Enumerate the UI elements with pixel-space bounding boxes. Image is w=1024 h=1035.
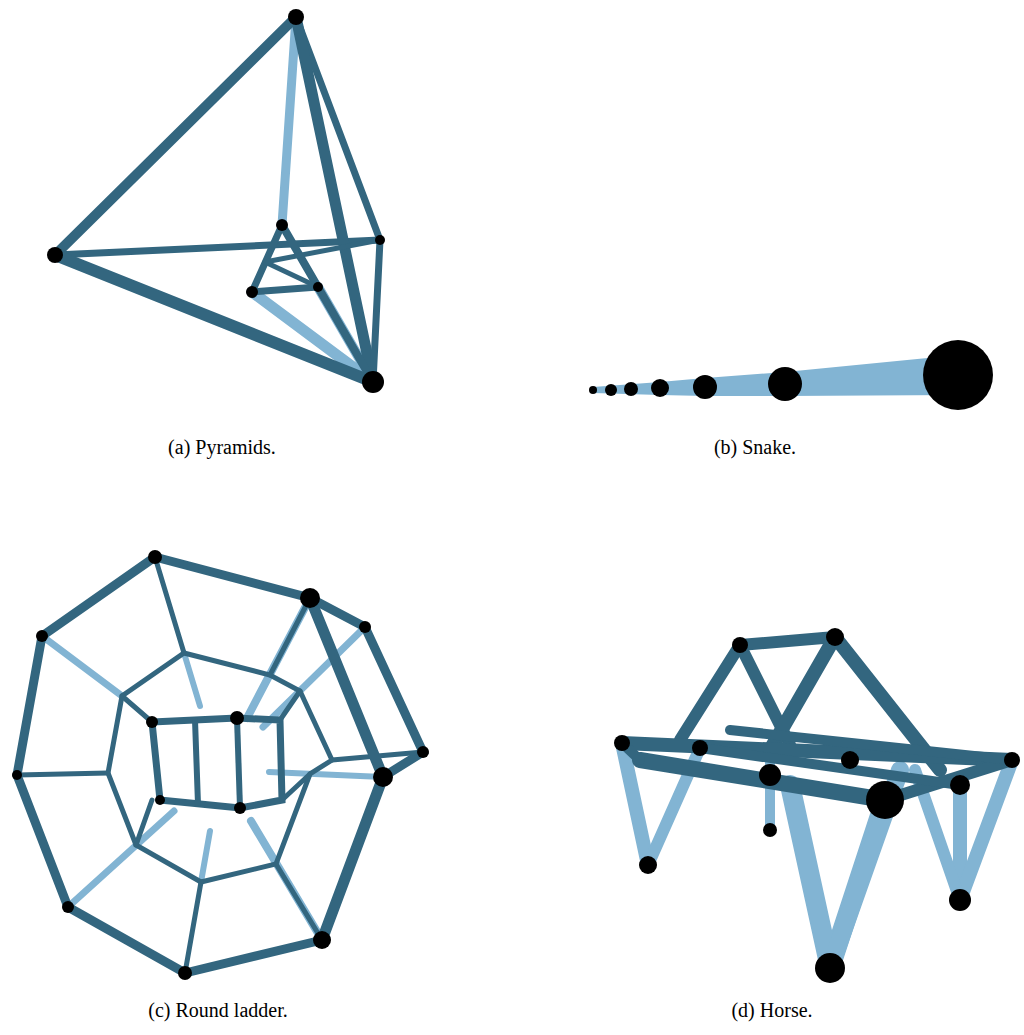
round-ladder-graph [12, 550, 429, 980]
figure-caption-holder: (d) Horse. [731, 998, 812, 1022]
figure-caption: (b) Snake. [714, 435, 796, 459]
horse-graph [614, 628, 1020, 983]
figure-caption-holder: (b) Snake. [714, 435, 796, 459]
figure-caption: (d) Horse. [731, 998, 812, 1022]
snake-graph [589, 340, 993, 410]
figure-caption-holder: (a) Pyramids. [168, 435, 276, 459]
figure-caption: (a) Pyramids. [168, 435, 276, 459]
figure-caption-holder: (c) Round ladder. [148, 998, 287, 1022]
figure-caption: (c) Round ladder. [148, 998, 287, 1022]
pyramids-graph [47, 9, 385, 393]
